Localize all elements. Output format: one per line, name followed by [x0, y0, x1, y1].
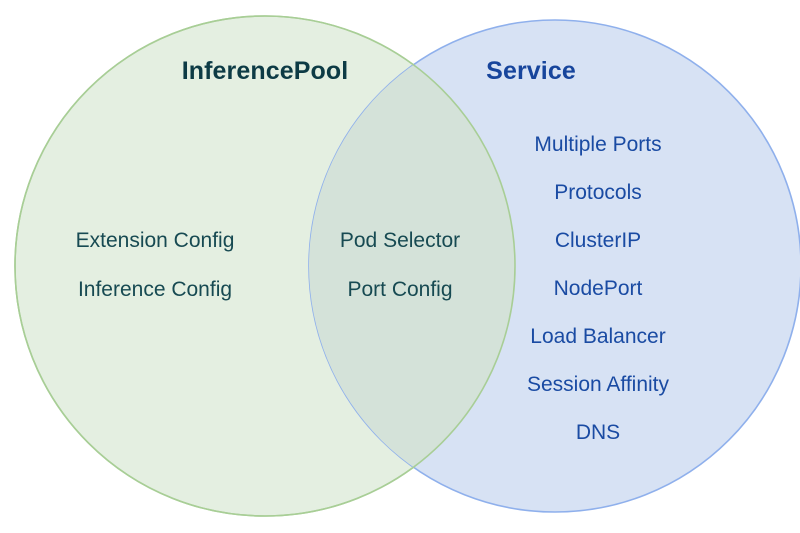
intersection-region[interactable] [309, 20, 800, 512]
list-item: Port Config [347, 278, 453, 301]
list-item: Multiple Ports [534, 133, 662, 156]
list-item: Pod Selector [339, 229, 461, 252]
list-item: Session Affinity [526, 373, 670, 396]
right-set-item-list: Multiple Ports Protocols ClusterIP NodeP… [527, 134, 669, 443]
list-item: ClusterIP [554, 229, 642, 252]
intersection-item-list: Pod Selector Port Config [340, 230, 460, 300]
list-item: Inference Config [77, 278, 233, 301]
list-item: Protocols [554, 181, 642, 204]
list-item: DNS [575, 421, 621, 444]
left-set-circle-outline [14, 15, 516, 517]
list-item: Load Balancer [530, 325, 666, 348]
list-item: NodePort [553, 277, 643, 300]
left-set-item-list: Extension Config Inference Config [76, 230, 235, 300]
list-item: Extension Config [75, 229, 235, 252]
